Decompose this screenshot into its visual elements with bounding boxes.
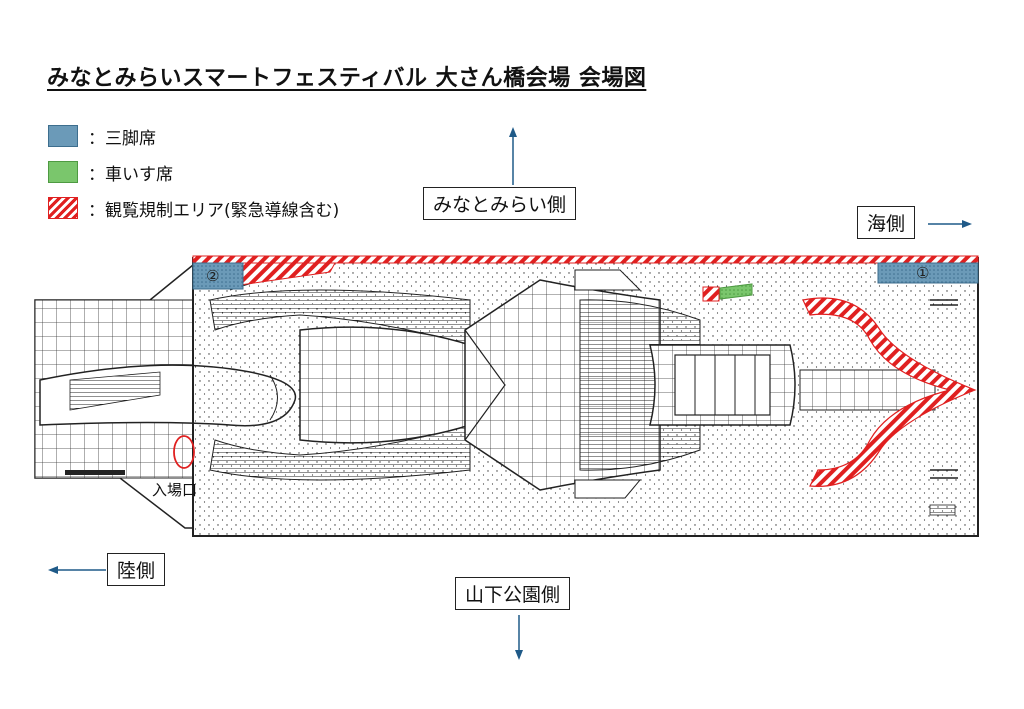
direction-label-sea: 海側 [857, 206, 916, 239]
page-title: みなとみらいスマートフェスティバル 大さん橋会場 会場図 [47, 66, 647, 91]
wheelchair-seats [719, 283, 753, 300]
legend-label-restricted: ：観覧規制エリア(緊急導線含む) [88, 200, 340, 221]
tripod-swatch [48, 125, 78, 147]
restricted-swatch [48, 197, 78, 219]
direction-label-minatomirai: みなとみらい側 [423, 187, 577, 220]
legend-label-wheelchair: ：車いす席 [88, 164, 173, 185]
direction-label-land: 陸側 [107, 553, 166, 586]
legend-label-tripod: ：三脚席 [88, 128, 156, 149]
wheelchair-swatch [48, 161, 78, 183]
roof-structure [209, 269, 958, 516]
entrance-label: 入場口 [152, 481, 198, 499]
seat-label-1: ① [916, 264, 930, 282]
west-arrow [48, 566, 106, 574]
restricted-area-small [702, 286, 720, 302]
legend: ：三脚席 ：車いす席 ：観覧規制エリア(緊急導線含む) [48, 118, 339, 226]
restricted-area-sea-side [802, 297, 977, 487]
entrance-marker [173, 435, 195, 469]
restricted-area-north-strip [192, 255, 979, 264]
legend-item-restricted: ：観覧規制エリア(緊急導線含む) [48, 190, 339, 226]
legend-item-tripod: ：三脚席 [48, 118, 339, 154]
east-arrow [928, 220, 972, 228]
direction-label-yamashita: 山下公園側 [455, 577, 571, 610]
legend-item-wheelchair: ：車いす席 [48, 154, 339, 190]
south-arrow [515, 615, 523, 660]
seat-label-2: ② [206, 267, 220, 285]
tripod-seat-1 [877, 262, 979, 284]
north-arrow [509, 127, 517, 185]
tripod-seat-2 [192, 262, 244, 290]
